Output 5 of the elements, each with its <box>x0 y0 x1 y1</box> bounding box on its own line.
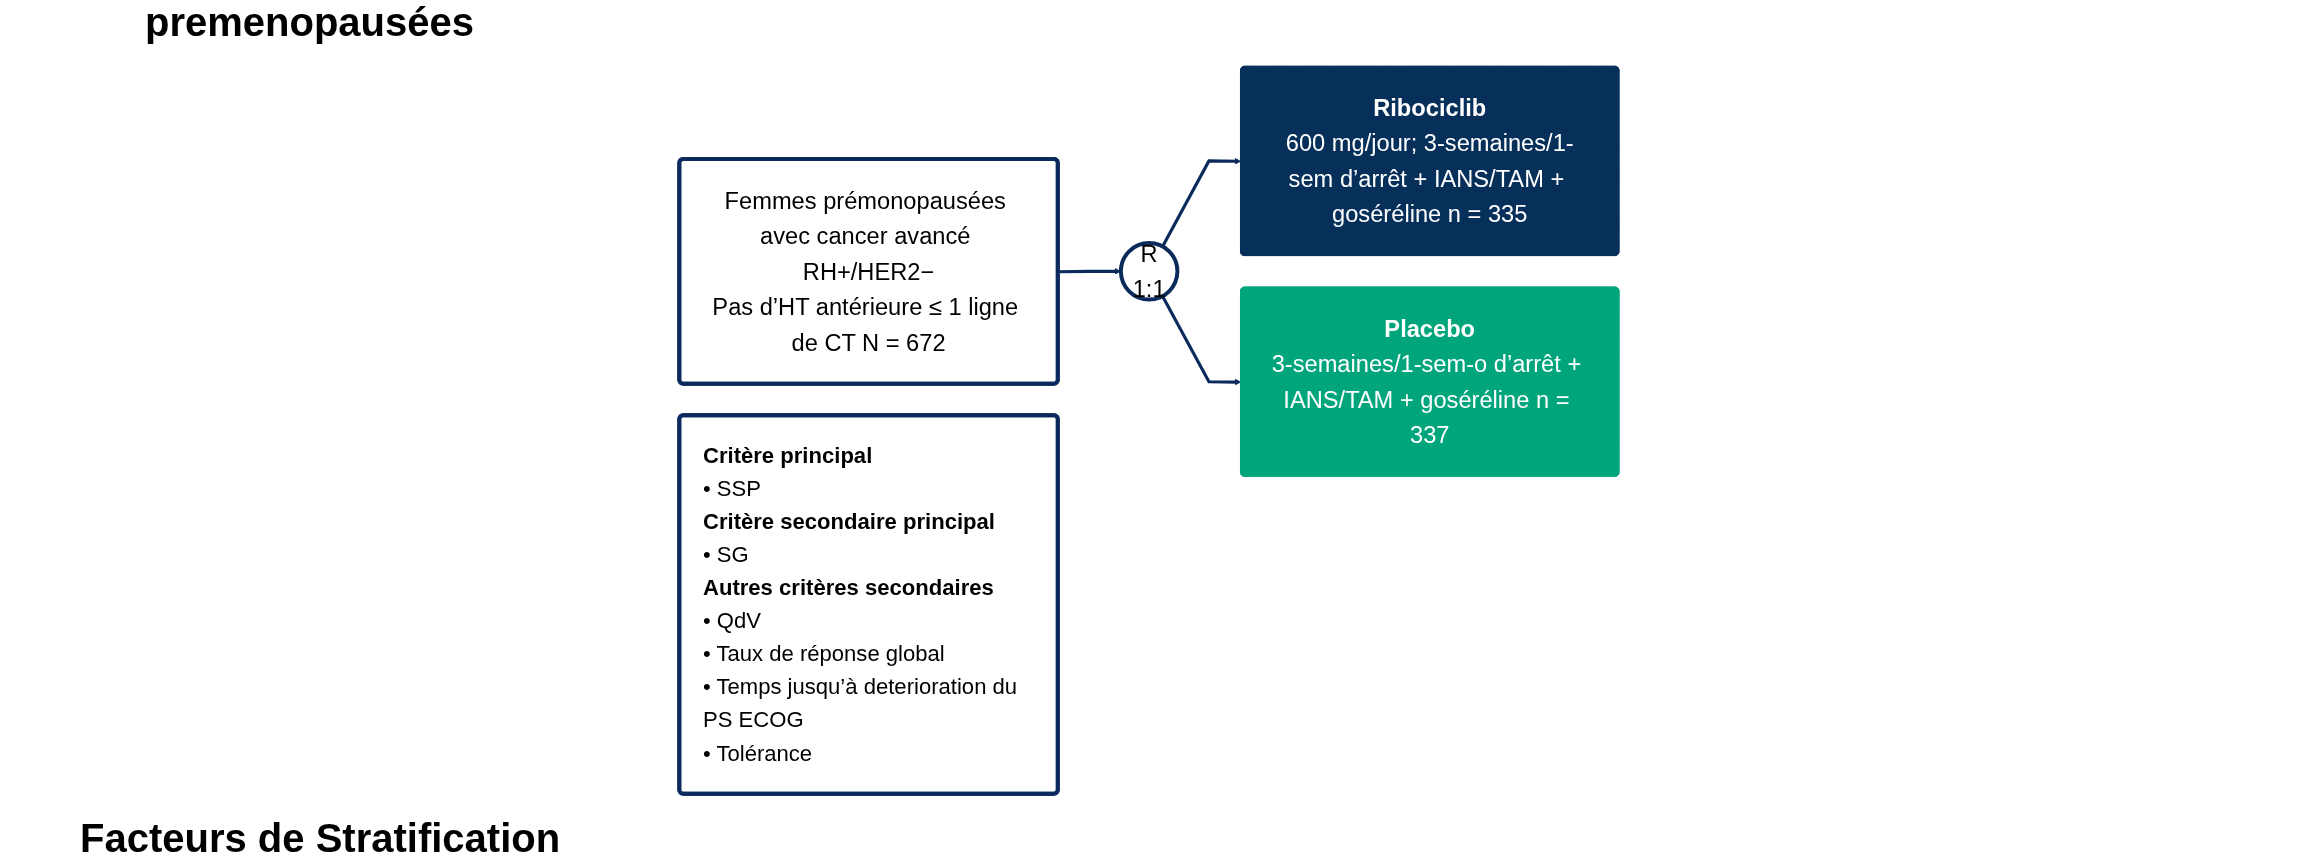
node-circle: R 1:1 <box>1118 241 1180 302</box>
section-heading: Facteurs de Stratification <box>80 816 561 861</box>
arrow <box>1161 295 1242 386</box>
heading-text: premenopausées <box>145 0 475 45</box>
arrow <box>1161 157 1242 248</box>
